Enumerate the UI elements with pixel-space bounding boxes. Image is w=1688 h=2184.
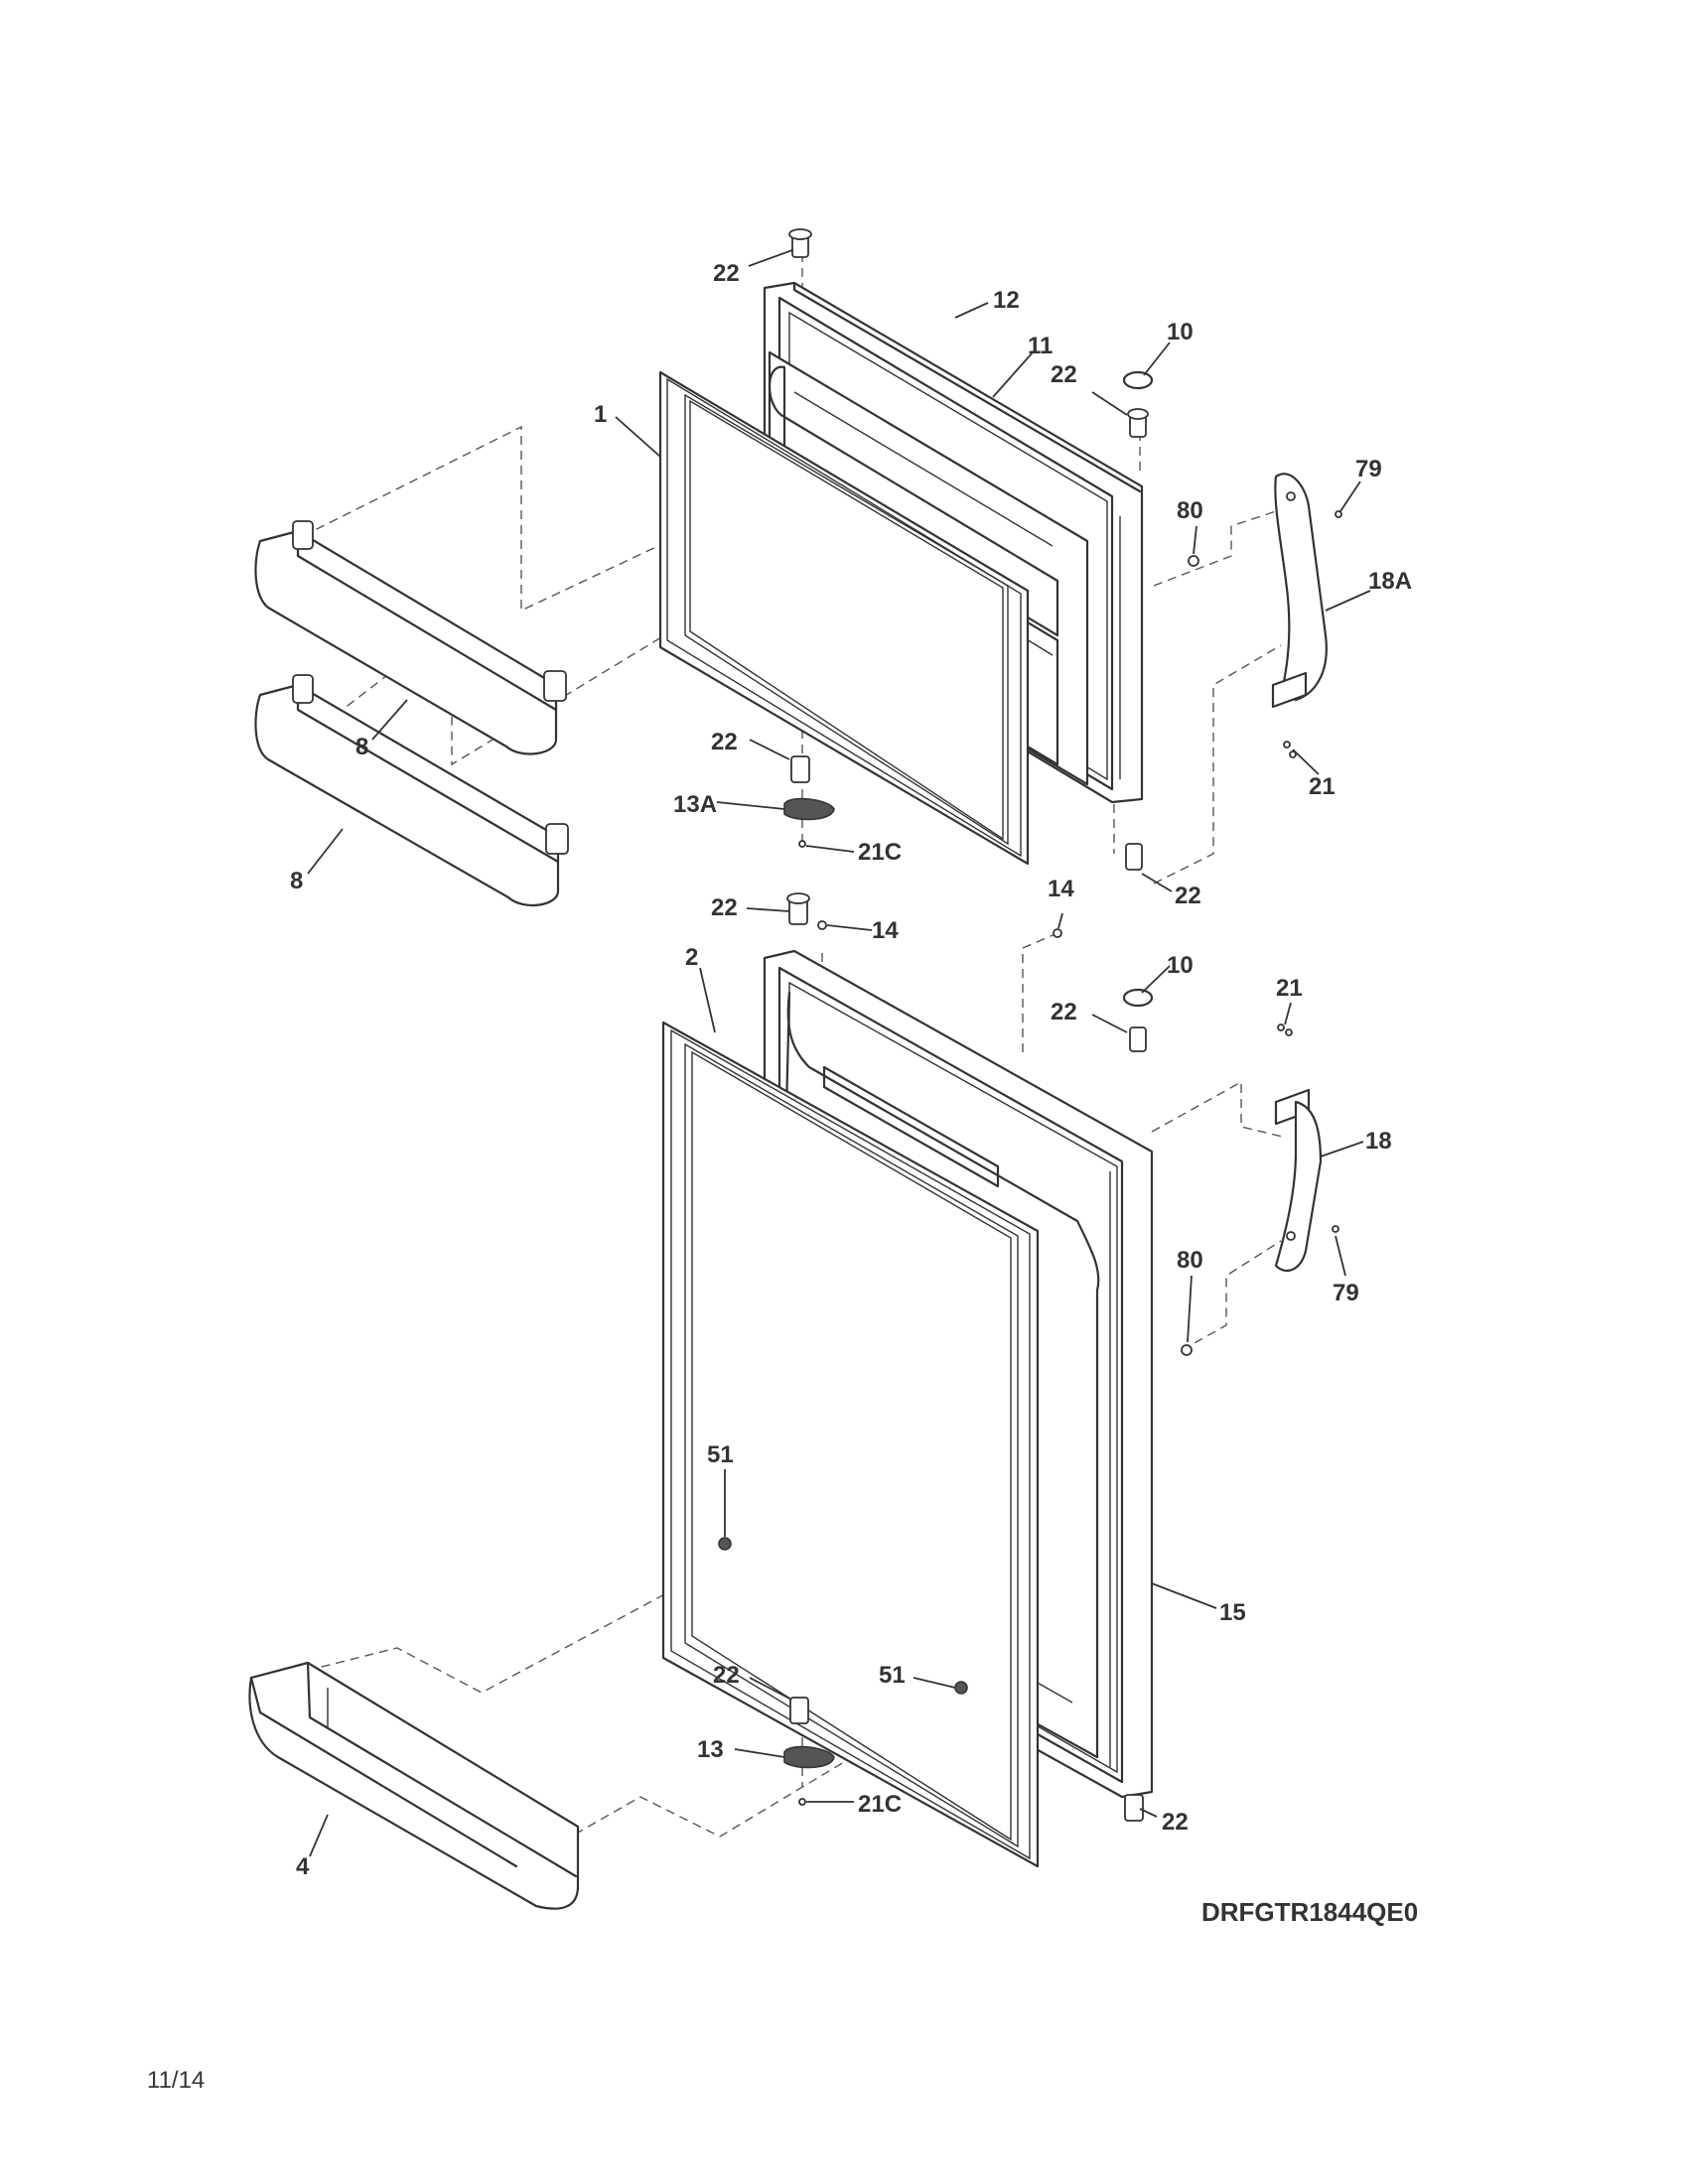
callout-51-left: 51 [707,1441,734,1468]
callout-79-top: 79 [1355,456,1382,482]
callout-labels: 22 12 11 10 22 1 79 80 18A 8 22 13A 21 2… [290,260,1412,1880]
hinge-pins-and-caps [718,228,1342,1822]
callout-13: 13 [697,1736,724,1763]
freezer-door-handle [1271,473,1328,709]
callout-11: 11 [1028,333,1053,359]
freezer-door-gasket [658,370,1030,866]
callout-80-top: 80 [1177,497,1203,524]
door-bin-upper [254,520,567,755]
callout-10-top: 10 [1167,319,1194,345]
callout-79-bottom: 79 [1333,1280,1359,1306]
callout-8-upper: 8 [355,734,368,760]
fresh-food-door-handle [1274,1088,1323,1273]
callout-22-bottom-bottom: 22 [1162,1809,1189,1836]
callout-14-left: 14 [872,917,899,944]
callout-18A: 18A [1368,568,1412,595]
callout-22-top-pin: 22 [713,260,740,287]
page-number: 11/14 [147,2067,205,2094]
callout-12: 12 [993,287,1020,314]
fresh-food-door-gasket [661,1021,1040,1868]
callout-22-mid: 22 [711,894,738,921]
door-bin-large [248,1661,580,1910]
callout-8-lower: 8 [290,868,303,894]
callout-15: 15 [1219,1599,1246,1626]
callout-22-hinge-top: 22 [711,729,738,755]
callout-4: 4 [296,1853,310,1880]
callout-80-bottom: 80 [1177,1247,1203,1274]
model-code: DRFGTR1844QE0 [1201,1897,1418,1927]
callout-13A: 13A [673,791,717,818]
callout-18: 18 [1365,1128,1392,1155]
callout-21C-top: 21C [858,839,902,866]
callout-10-bottom: 10 [1167,952,1194,979]
callout-1: 1 [594,401,607,428]
callout-51-right: 51 [879,1662,906,1689]
callout-21-top: 21 [1309,773,1336,800]
callout-22-cap-top: 22 [1051,361,1077,388]
callout-22-bottom-top: 22 [1175,883,1201,909]
callout-22-cap-bottom: 22 [1051,999,1077,1025]
callout-21-bottom: 21 [1276,975,1303,1002]
door-bin-lower [254,674,569,906]
callout-2: 2 [685,944,698,971]
callout-leader-lines [307,249,1371,1857]
callout-14-right: 14 [1048,876,1074,902]
callout-21C-bottom: 21C [858,1791,902,1818]
callout-22-hinge-bottom: 22 [713,1662,740,1689]
